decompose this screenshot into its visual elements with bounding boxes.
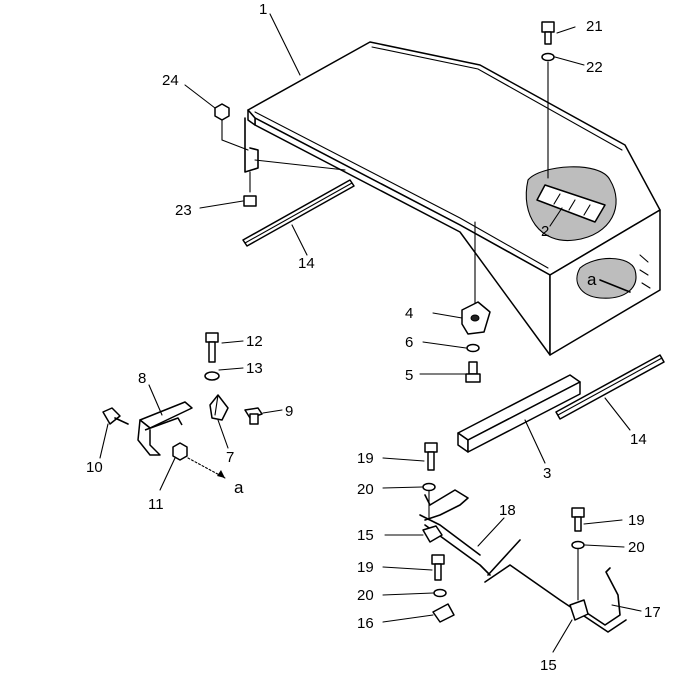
label-19c: 19 [628, 512, 645, 529]
clamp-15-lower [569, 599, 589, 621]
label-22: 22 [586, 59, 603, 76]
label-13: 13 [246, 360, 263, 377]
catch-7 [209, 394, 229, 421]
label-15-lower: 15 [540, 657, 557, 674]
label-19a: 19 [357, 450, 374, 467]
washer-20a [422, 482, 436, 492]
label-17: 17 [644, 604, 661, 621]
hinge-plate-detail [525, 166, 617, 242]
bracket-4 [461, 221, 491, 335]
label-16: 16 [357, 615, 374, 632]
bolt-19c [571, 507, 585, 532]
bolt-19b [431, 554, 445, 581]
label-ref-a-cover: a [587, 270, 597, 289]
nut-11 [172, 442, 188, 461]
label-23: 23 [175, 202, 192, 219]
bolt-5 [465, 361, 481, 383]
label-24: 24 [162, 72, 179, 89]
label-15-upper: 15 [357, 527, 374, 544]
clamp-16 [432, 603, 455, 623]
label-6: 6 [405, 334, 413, 351]
bolt-23 [243, 171, 257, 207]
washer-6 [466, 343, 480, 353]
leader-lines [99, 13, 642, 653]
label-8: 8 [138, 370, 146, 387]
bolt-9 [244, 407, 263, 425]
label-14-right: 14 [630, 431, 647, 448]
cutout-detail-a [576, 254, 651, 299]
rubber-strip-14-right [555, 354, 665, 420]
rod-hook [424, 489, 469, 521]
label-19b: 19 [357, 559, 374, 576]
washer-22 [541, 52, 555, 62]
label-4: 4 [405, 305, 413, 322]
label-2: 2 [541, 223, 549, 240]
label-10: 10 [86, 459, 103, 476]
label-12: 12 [246, 333, 263, 350]
clamp-15-upper [422, 525, 443, 543]
nut-24 [214, 103, 249, 151]
label-14-left: 14 [298, 255, 315, 272]
bolt-12 [205, 332, 219, 363]
rod-17 [574, 567, 627, 633]
label-11: 11 [148, 496, 164, 513]
latch-8 [137, 401, 193, 456]
label-20b: 20 [357, 587, 374, 604]
label-9: 9 [285, 403, 293, 420]
label-20c: 20 [628, 539, 645, 556]
washer-20b [433, 588, 447, 598]
label-21: 21 [586, 18, 603, 35]
label-5: 5 [405, 367, 413, 384]
washer-20c [571, 540, 585, 550]
rubber-strip-14-left [242, 179, 355, 247]
label-18: 18 [499, 502, 516, 519]
bolt-19a [424, 442, 438, 471]
label-20a: 20 [357, 481, 374, 498]
label-7: 7 [226, 449, 234, 466]
bolt-21 [541, 21, 555, 45]
bolt-10 [102, 407, 129, 425]
bar-3 [457, 374, 581, 453]
rod-18 [419, 514, 576, 611]
washer-13 [204, 371, 220, 381]
label-1: 1 [259, 1, 267, 18]
label-3: 3 [543, 465, 551, 482]
label-ref-a-arrow: a [234, 478, 244, 497]
